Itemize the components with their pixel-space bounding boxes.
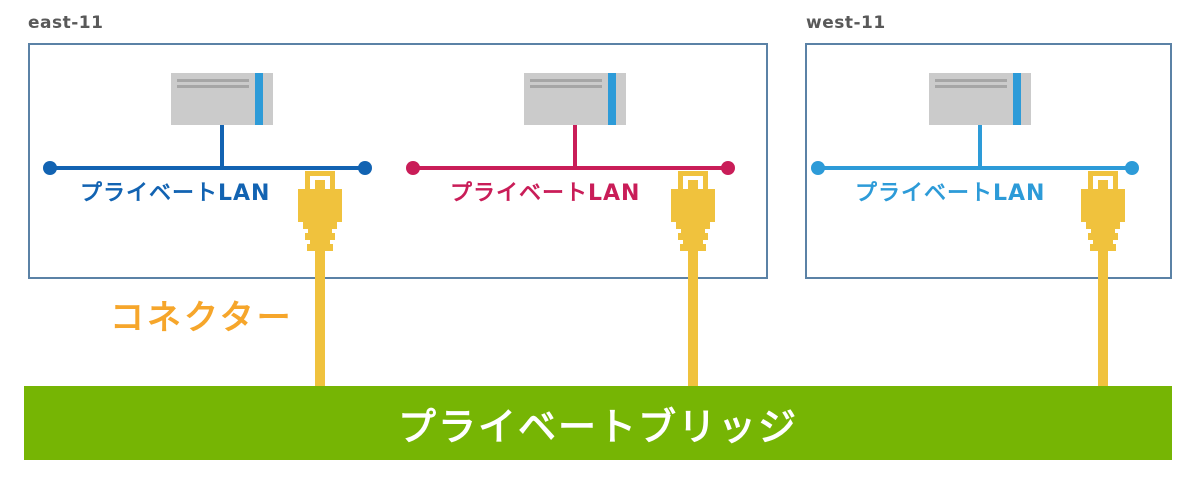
lan-endpoint-dot-left [43, 161, 57, 175]
ethernet-connector-icon [671, 171, 715, 251]
router-vent-line [935, 79, 1007, 82]
ethernet-connector-icon [1081, 171, 1125, 251]
router-icon [524, 73, 626, 125]
router-vent-line [530, 85, 602, 88]
region-title-east: east-11 [28, 13, 104, 33]
uplink-line [220, 125, 224, 168]
router-stripe [255, 73, 263, 125]
router-stripe [1013, 73, 1021, 125]
connector-cable [315, 250, 325, 387]
uplink-line [978, 125, 982, 168]
lan-line [818, 166, 1132, 170]
router-vent-line [935, 85, 1007, 88]
uplink-line [573, 125, 577, 168]
router-icon [929, 73, 1031, 125]
connector-clip [305, 171, 335, 189]
ethernet-connector-icon [298, 171, 342, 251]
lan-line [50, 166, 365, 170]
router-icon [171, 73, 273, 125]
connector-clip [1088, 171, 1118, 189]
router-vent-line [177, 85, 249, 88]
connector-label: コネクター [110, 298, 294, 338]
lan-line [413, 166, 728, 170]
private-bridge-bar: プライベートブリッジ [24, 386, 1172, 460]
lan-endpoint-dot-right [358, 161, 372, 175]
connector-cable [1098, 250, 1108, 387]
connector-clip-tab [688, 180, 698, 189]
connector-cable [688, 250, 698, 387]
router-stripe [608, 73, 616, 125]
connector-body [671, 189, 715, 222]
lan-endpoint-dot-right [1125, 161, 1139, 175]
region-box-east-11 [28, 43, 768, 279]
lan-endpoint-dot-left [811, 161, 825, 175]
connector-clip-tab [315, 180, 325, 189]
connector-body [1081, 189, 1125, 222]
router-vent-line [177, 79, 249, 82]
lan-endpoint-dot-right [721, 161, 735, 175]
lan-endpoint-dot-left [406, 161, 420, 175]
connector-clip [678, 171, 708, 189]
bridge-label: プライベートブリッジ [397, 404, 798, 449]
connector-body [298, 189, 342, 222]
connector-clip-tab [1098, 180, 1108, 189]
router-vent-line [530, 79, 602, 82]
region-title-west: west-11 [806, 13, 886, 33]
lan-label: プライベートLAN [855, 181, 1046, 206]
lan-label: プライベートLAN [80, 181, 271, 206]
lan-label: プライベートLAN [450, 181, 641, 206]
